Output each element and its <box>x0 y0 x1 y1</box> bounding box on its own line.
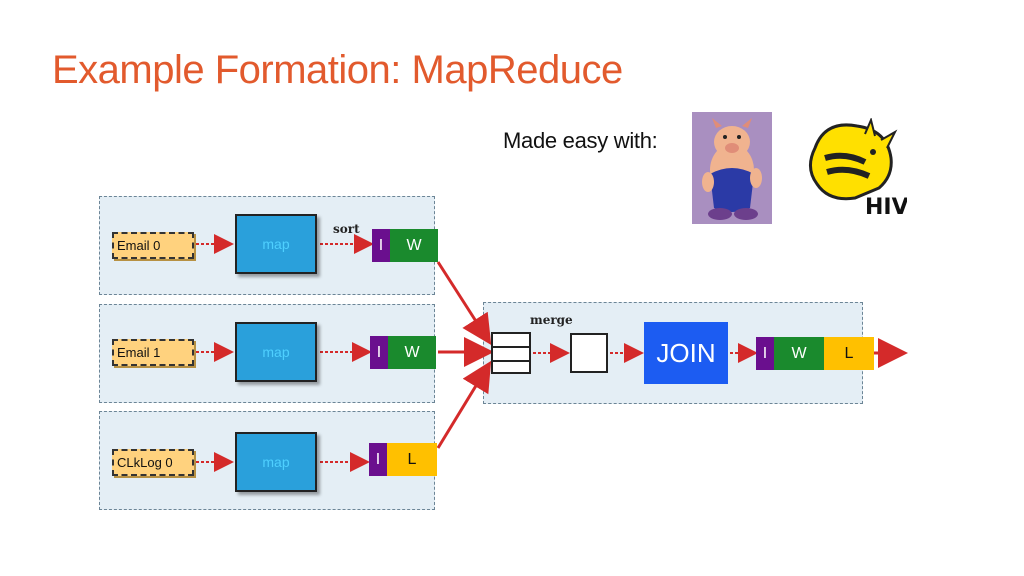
lane-2-seg-I: I <box>369 443 387 476</box>
lane-1-seg-W: W <box>388 336 436 369</box>
made-easy-label: Made easy with: <box>503 128 658 153</box>
input-email-0: Email 0 <box>112 232 194 259</box>
pig-logo <box>692 112 772 224</box>
input-email-1: Email 1 <box>112 339 194 366</box>
lane-0-seg-W: W <box>390 229 438 262</box>
output-seg-I: I <box>756 337 774 370</box>
merge-stack-row <box>493 334 529 348</box>
merge-stack-row <box>493 348 529 362</box>
slide-title: Example Formation: MapReduce <box>52 48 623 92</box>
merge-stack <box>491 332 531 374</box>
map-box-2: map <box>235 432 317 492</box>
output-seg-L: L <box>824 337 874 370</box>
map-box-0: map <box>235 214 317 274</box>
sort-label: sort <box>333 222 360 236</box>
merge-label: merge <box>530 313 573 327</box>
merge-output-box <box>570 333 608 373</box>
lane-0-seg-I: I <box>372 229 390 262</box>
join-box: JOIN <box>644 322 728 384</box>
lane-2-seg-L: L <box>387 443 437 476</box>
merge-stack-row <box>493 362 529 374</box>
lane-1-seg-I: I <box>370 336 388 369</box>
arrow-lane0-to-merge <box>436 261 492 346</box>
arrow-lane2-to-merge <box>436 360 492 449</box>
map-box-1: map <box>235 322 317 382</box>
input-clklog-0: CLkLog 0 <box>112 449 194 476</box>
output-seg-W: W <box>774 337 824 370</box>
